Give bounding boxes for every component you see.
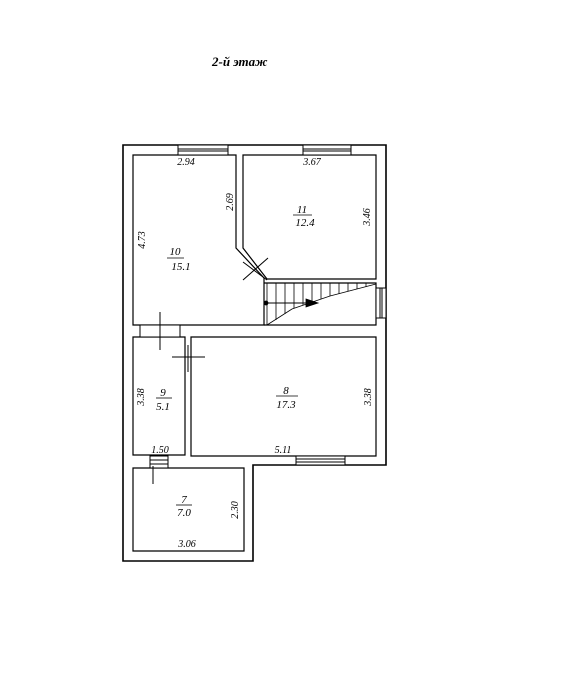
room-labels: 10 15.1 11 12.4 9 5.1 8 17.3 7 7.0 [156,204,315,519]
room-10-area: 15.1 [171,261,190,273]
window-room-8 [295,455,346,466]
dim-room-10-diagonal: 2.69 [225,193,236,211]
dim-room-9-bottom: 1.50 [151,445,169,456]
dim-room-7-bottom: 3.06 [177,539,196,550]
dim-room-11-right: 3.46 [362,208,373,227]
dimension-labels: 2.94 4.73 2.69 3.67 3.46 3.38 1.50 3.38 … [136,157,374,550]
room-11-number: 11 [297,204,307,216]
windows [149,144,387,469]
staircase [263,283,377,326]
room-7-area: 7.0 [177,507,191,519]
room-8-outline [190,336,377,457]
stair-hall-outline [264,282,377,326]
window-room-7-top [149,455,169,469]
dim-room-8-right: 3.38 [363,388,374,407]
room-8-number: 8 [283,385,289,397]
dim-room-8-bottom: 5.11 [275,445,292,456]
floor-title: 2-й этаж [211,54,268,69]
room-8-area: 17.3 [276,399,296,411]
room-7-outline [132,467,245,552]
dim-room-11-top: 3.67 [302,157,322,168]
dim-room-9-left: 3.38 [136,388,147,407]
room-7-number: 7 [181,494,187,506]
room-10-number: 10 [170,246,182,258]
room-9-area: 5.1 [156,401,170,413]
room-outlines [132,154,377,552]
room-9-number: 9 [160,387,166,399]
dim-room-10-left: 4.73 [137,231,148,249]
dim-room-7-right: 2.30 [230,501,241,519]
room-10-outline [132,154,265,326]
window-room-11 [302,144,352,156]
room-11-area: 12.4 [295,217,315,229]
doors [139,257,269,484]
window-room-10 [177,144,229,156]
stair-start-dot [263,300,269,306]
room-11-outline [242,154,377,280]
outer-walls [122,144,387,562]
dim-room-10-top: 2.94 [177,157,195,168]
window-stair [375,287,387,319]
stair-arrow [305,298,320,308]
